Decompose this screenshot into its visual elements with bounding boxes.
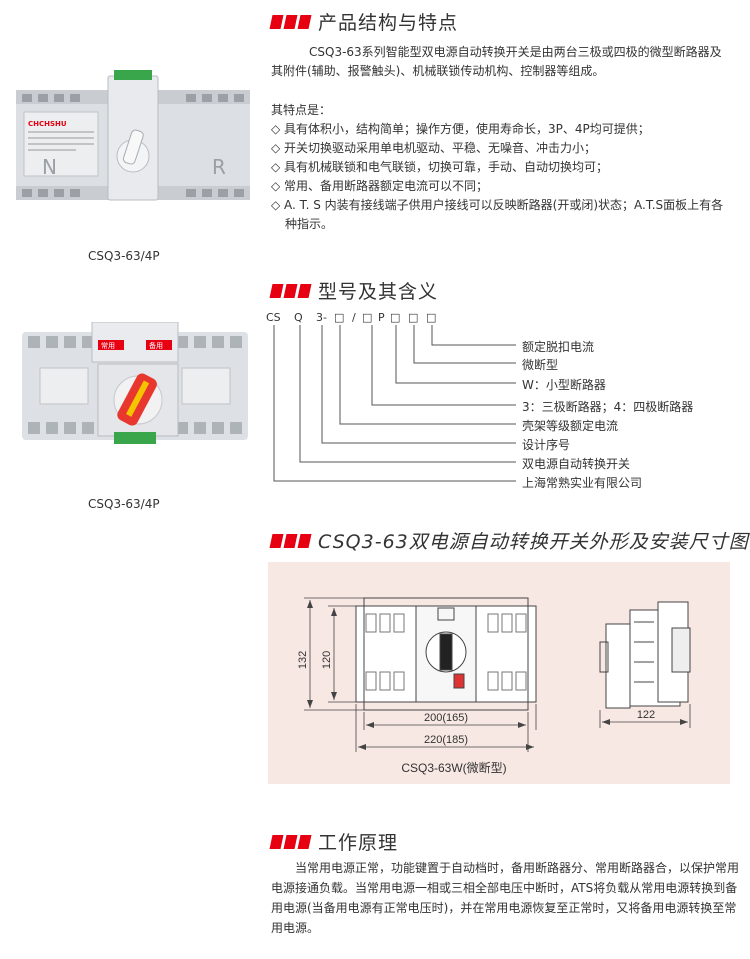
code-part: P — [378, 311, 385, 324]
principle-line: 用电源(当备用电源有正常电压时)，并在常用电源恢复至正常时，又将备用电源转换至常 — [271, 901, 737, 915]
principle-line: 用电源。 — [271, 921, 320, 935]
code-part: □ — [334, 311, 344, 324]
section-title: 工作原理 — [318, 832, 399, 854]
model-label: 上海常熟实业有限公司 — [522, 476, 643, 490]
model-label: 设计序号 — [522, 438, 571, 452]
feature-item: ◇ 具有体积小，结构简单；操作方便，使用寿命长，3P、4P均可提供； — [271, 122, 650, 136]
code-part: □ — [390, 311, 400, 324]
image2-caption: CSQ3-63/4P — [88, 497, 160, 511]
section-header-model: 型号及其含义 — [269, 277, 439, 304]
product-image-front: CHCHSHU N R — [16, 70, 250, 201]
feature-item: ◇ 开关切换驱动采用单电机驱动、平稳、无噪音、冲击力小； — [271, 141, 597, 155]
product-image-angle: 常用 备用 — [22, 322, 248, 444]
tag-normal: 常用 — [101, 341, 115, 350]
red-bars-icon — [269, 533, 312, 548]
code-part: / — [352, 311, 356, 324]
tag-standby: 备用 — [149, 341, 163, 350]
section-header-principle: 工作原理 — [269, 828, 399, 855]
red-bars-icon — [269, 14, 312, 29]
section-header-dimensions: CSQ3-63双电源自动转换开关外形及安装尺寸图 — [269, 527, 749, 554]
model-label: 3：三极断路器；4：四极断路器 — [522, 400, 694, 414]
intro-paragraph: CSQ3-63系列智能型双电源自动转换开关是由两台三极或四极的微型断路器及其附件… — [271, 45, 722, 78]
section-title: 型号及其含义 — [318, 281, 439, 303]
section-header-structure: 产品结构与特点 — [269, 8, 459, 35]
section-title: CSQ3-63双电源自动转换开关外形及安装尺寸图 — [318, 531, 749, 553]
code-part: 3- — [316, 311, 327, 324]
principle-line: 当常用电源正常，功能键置于自动档时，备用断路器分、常用断路器合，以保护常用 — [295, 861, 740, 875]
red-bars-icon — [269, 834, 312, 849]
features-heading: 其特点是： — [271, 103, 332, 117]
dimension-drawing: 132 120 200(165) 220(185) 122 CSQ3-63W(微… — [297, 597, 691, 775]
code-part: Q — [294, 311, 303, 324]
code-part: □ — [408, 311, 418, 324]
image1-caption: CSQ3-63/4P — [88, 249, 160, 263]
code-part: CS — [266, 311, 281, 324]
dim-width-inner: 200(165) — [424, 712, 468, 724]
model-label: W：小型断路器 — [522, 378, 606, 392]
mark-n: N — [42, 155, 57, 179]
feature-list: ◇ 具有体积小，结构简单；操作方便，使用寿命长，3P、4P均可提供； ◇ 开关切… — [271, 120, 731, 234]
feature-item: ◇ 常用、备用断路器额定电流可以不同； — [271, 179, 489, 193]
model-code-diagram: CS Q 3- □ / □ P □ □ □ — [266, 311, 516, 482]
section-title: 产品结构与特点 — [318, 12, 459, 34]
code-part: □ — [362, 311, 372, 324]
red-bars-icon — [269, 283, 312, 298]
dim-height-outer: 132 — [297, 651, 309, 669]
code-part: □ — [426, 311, 436, 324]
feature-item: ◇ A. T. S 内装有接线端子供用户接线可以反映断路器(开或闭)状态；A.T… — [271, 198, 724, 231]
model-label: 微断型 — [522, 358, 559, 372]
brand-logo: CHCHSHU — [28, 120, 67, 128]
model-label: 壳架等级额定电流 — [522, 419, 619, 433]
dim-depth: 122 — [637, 709, 655, 721]
principle-paragraph: 当常用电源正常，功能键置于自动档时，备用断路器分、常用断路器合，以保护常用 电源… — [271, 858, 741, 938]
drawing-caption: CSQ3-63W(微断型) — [401, 760, 506, 775]
dim-width-outer: 220(185) — [424, 734, 468, 746]
principle-line: 电源接通负载。当常用电源一相或三相全部电压中断时，ATS将负载从常用电源转换到备 — [271, 881, 738, 895]
dim-height-inner: 120 — [321, 651, 333, 669]
model-label: 额定脱扣电流 — [522, 340, 595, 354]
mark-r: R — [212, 155, 226, 179]
feature-item: ◇ 具有机械联锁和电气联锁，切换可靠，手动、自动切换均可； — [271, 160, 609, 174]
model-label: 双电源自动转换开关 — [522, 457, 631, 471]
